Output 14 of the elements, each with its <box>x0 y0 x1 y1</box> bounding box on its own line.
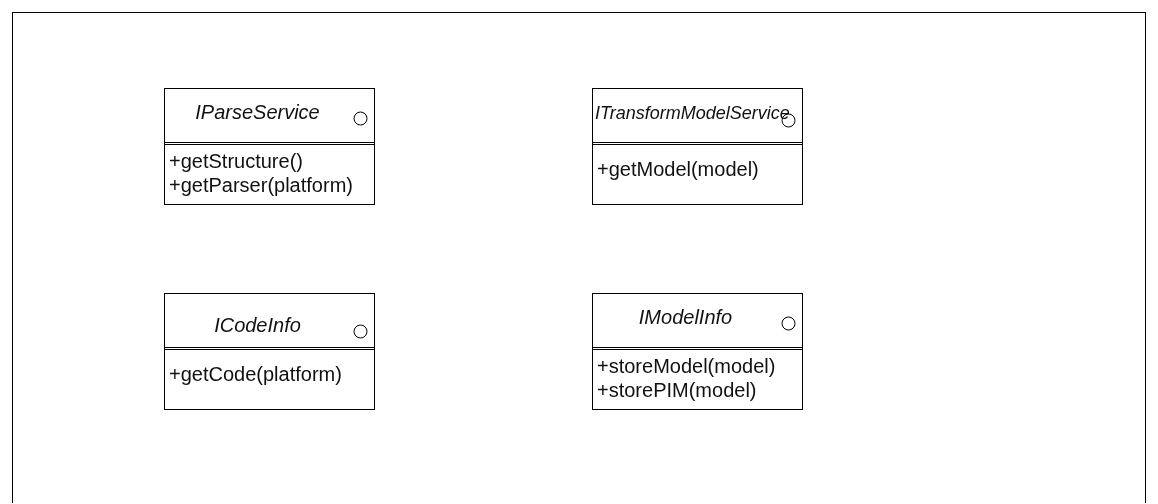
interface-name: IParseService <box>194 101 321 124</box>
interface-class-box <box>164 293 375 410</box>
method-signature: +getModel(model) <box>597 157 759 181</box>
interface-class-box <box>592 293 803 410</box>
interface-name: ITransformModelService <box>595 103 790 124</box>
interface-name: ICodeInfo <box>213 314 302 337</box>
method-signature: +getParser(platform) <box>169 173 353 197</box>
method-signature: +storeModel(model) <box>597 354 776 378</box>
interface-name: IModelInfo <box>637 306 734 329</box>
method-signature: +storePIM(model) <box>597 378 758 402</box>
method-signature: +getCode(platform) <box>169 362 342 386</box>
method-signature: +getStructure() <box>169 149 304 173</box>
interface-class-box <box>164 88 375 205</box>
interface-class-box <box>592 88 803 205</box>
